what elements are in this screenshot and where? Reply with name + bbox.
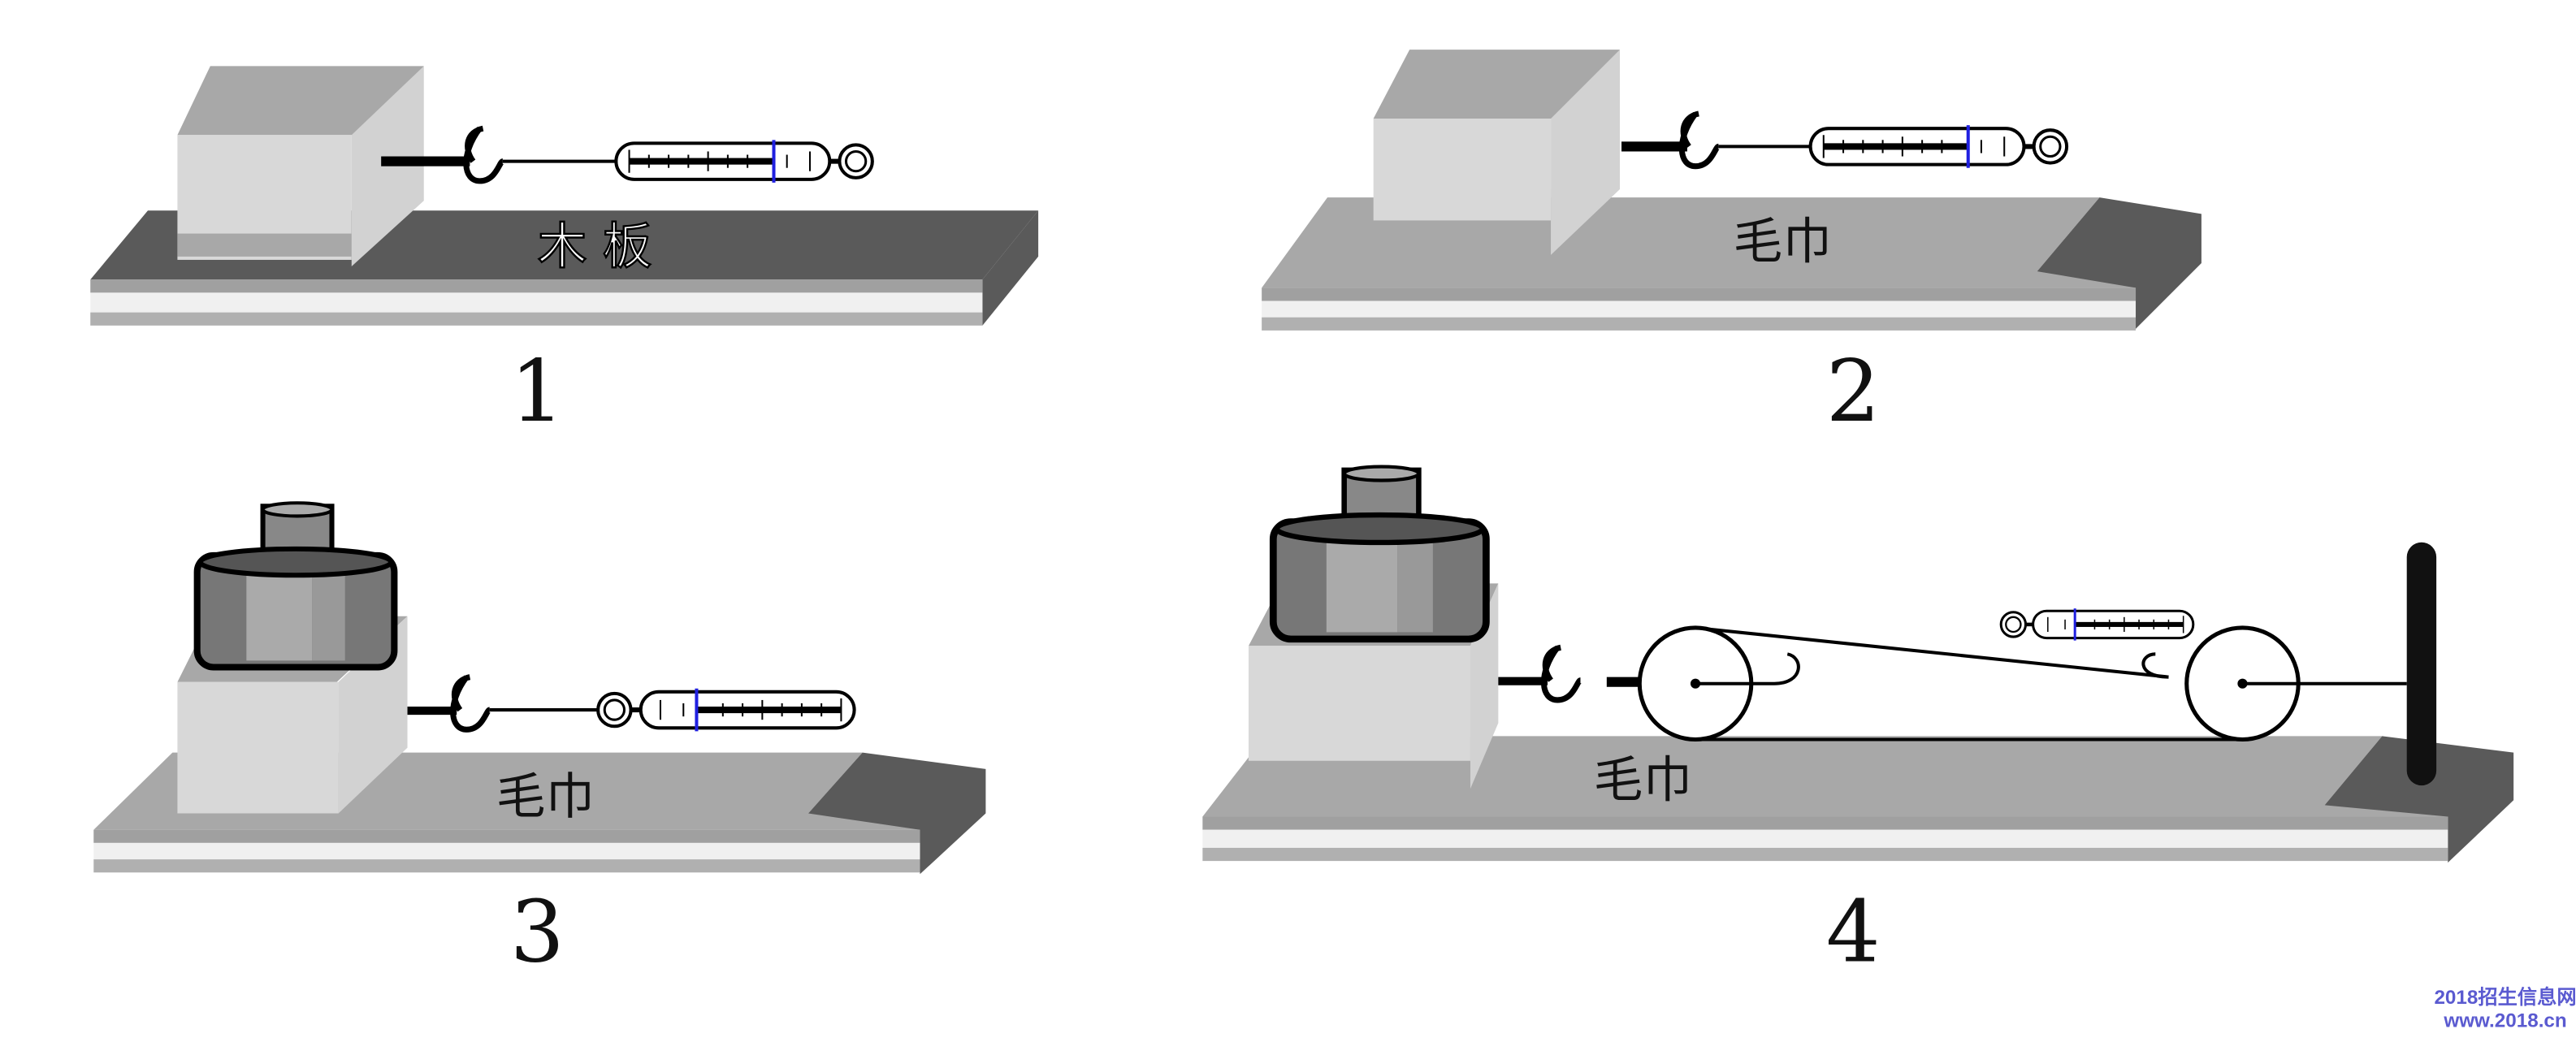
belt-hook [1695, 652, 1800, 685]
weight-icon [197, 503, 395, 667]
hook-icon [1682, 114, 1718, 166]
block-front [1248, 646, 1470, 761]
block-shadow [177, 233, 352, 257]
watermark: 2018招生信息网 www.2018.cn [2434, 986, 2576, 1031]
weight-icon [1273, 467, 1486, 639]
block-side [1551, 50, 1621, 255]
pull-rod [1621, 141, 1687, 152]
fixed-post [2406, 542, 2437, 786]
spring-scale-icon [616, 140, 872, 183]
panel-2: 毛巾 2 [1262, 50, 2202, 441]
board-front-stripe [93, 842, 920, 860]
surface-label: 木 板 [538, 218, 652, 275]
block-front [177, 681, 339, 814]
block-front [1373, 119, 1552, 221]
board-front [1262, 288, 2137, 301]
surface-label: 毛巾 [496, 768, 595, 825]
spring-scale-icon [598, 689, 854, 732]
towel-top [1202, 736, 2448, 817]
belt-top [1695, 625, 2169, 679]
spring-scale-icon [2001, 608, 2193, 640]
board-side [807, 752, 986, 875]
panel-4: 毛巾 4 [1202, 467, 2514, 981]
pull-rod [407, 707, 457, 716]
panel-number: 2 [1826, 341, 1881, 441]
board-side [2037, 197, 2202, 329]
panel-3: 毛巾 3 [93, 503, 986, 981]
board-front-stripe [1262, 300, 2137, 318]
pull-rod [381, 156, 470, 166]
panel-number: 1 [510, 341, 565, 441]
surface-label: 毛巾 [1594, 752, 1692, 809]
panel-number: 4 [1826, 881, 1881, 981]
board-front-stripe [1202, 847, 2448, 862]
connector [1606, 677, 1643, 687]
board-front-stripe [90, 292, 983, 313]
board-side [2324, 736, 2514, 863]
block-top [177, 66, 424, 136]
board-front [90, 279, 983, 293]
board-front [1202, 816, 2448, 830]
spring-scale-icon [1811, 125, 2067, 168]
scale-hook [2141, 652, 2169, 679]
panel-1: 木 板 1 [90, 66, 1039, 441]
panel-number: 3 [510, 881, 565, 981]
block-side [351, 66, 424, 267]
board-front-stripe [1202, 829, 2448, 848]
block-top [1373, 50, 1621, 119]
surface-label: 毛巾 [1734, 214, 1832, 270]
watermark-line1: 2018招生信息网 [2434, 986, 2576, 1009]
watermark-line2: www.2018.cn [2443, 1010, 2566, 1031]
hook-icon [1543, 647, 1580, 700]
board-front-stripe [1262, 317, 2137, 331]
pull-rod [1498, 677, 1548, 685]
hook-icon [466, 128, 503, 181]
board-front-stripe [93, 859, 920, 873]
hook-icon [453, 677, 490, 730]
board-front [93, 829, 920, 843]
board-side [982, 210, 1039, 326]
board-front-stripe [90, 312, 983, 326]
